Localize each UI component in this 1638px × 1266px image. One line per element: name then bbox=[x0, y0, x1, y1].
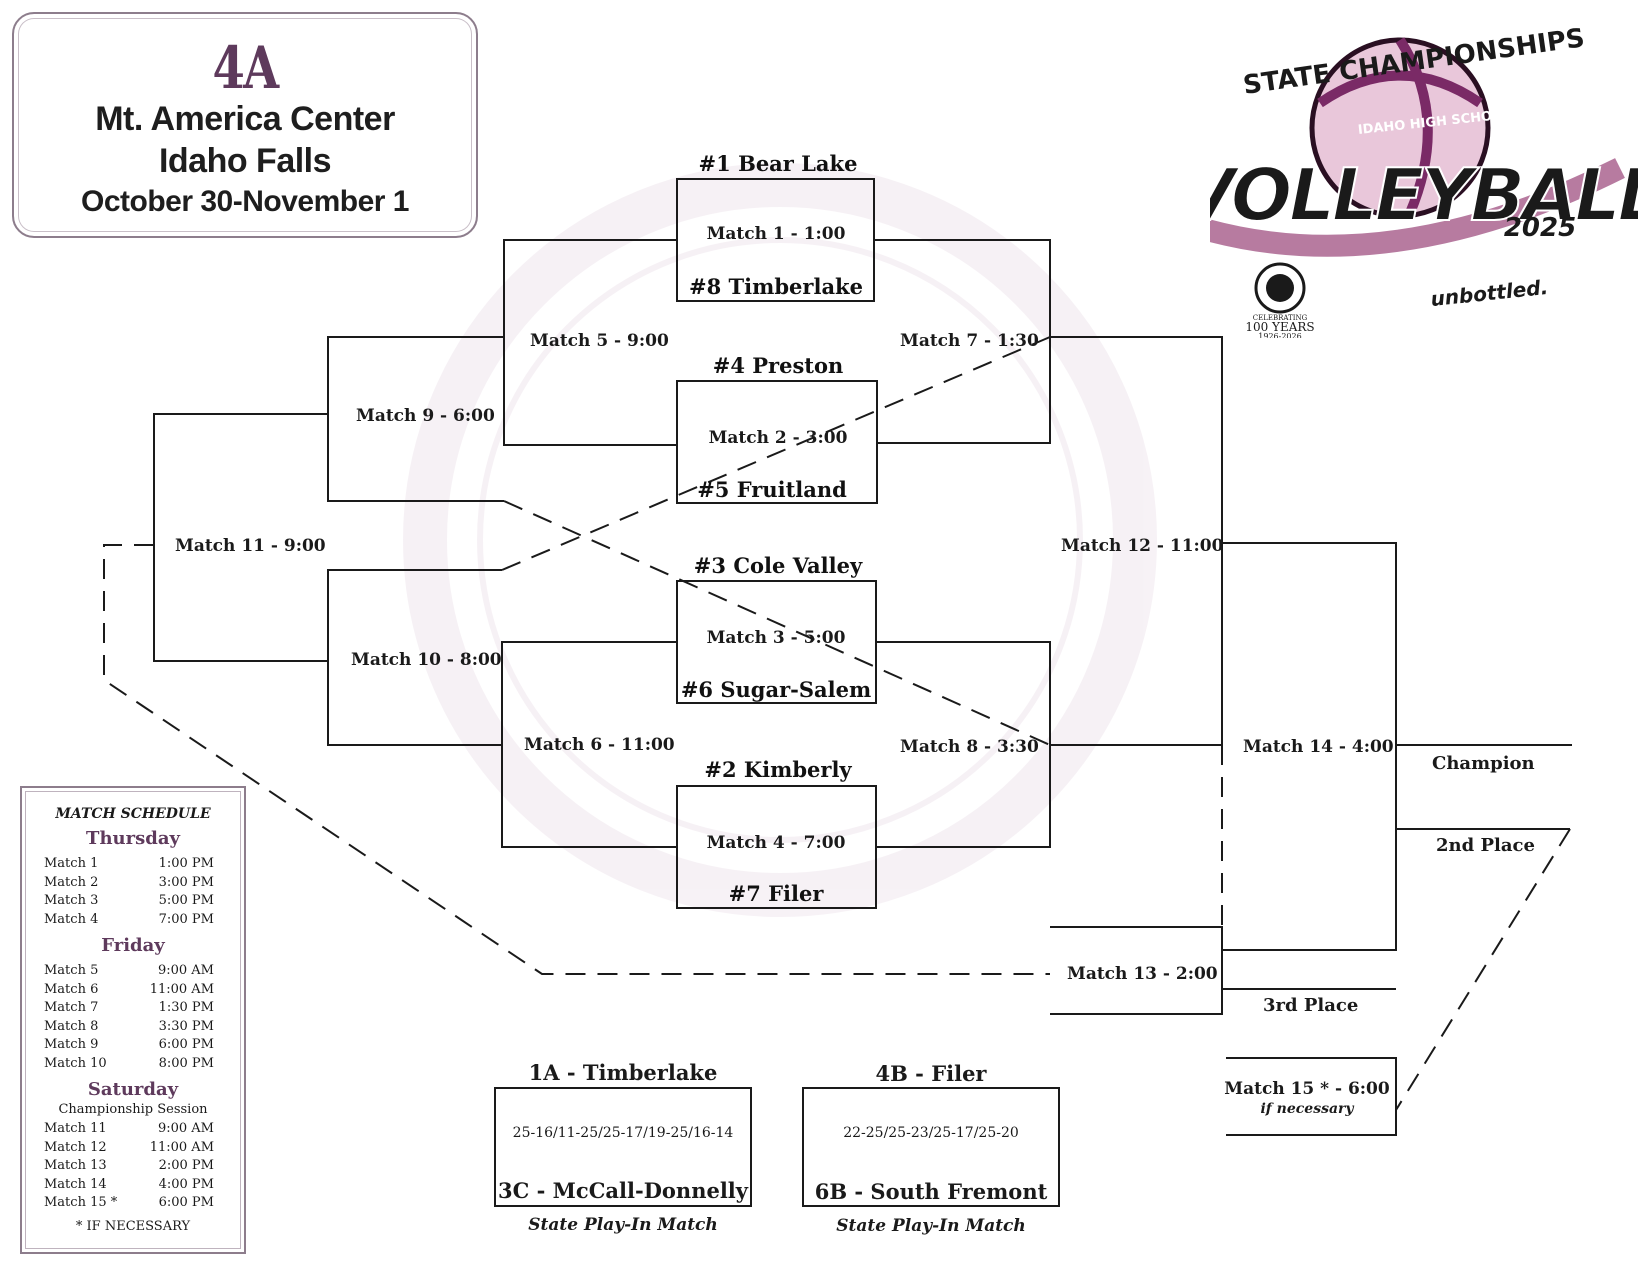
match-12-label: Match 12 - 11:00 bbox=[1061, 536, 1224, 556]
schedule-day-thursday: Thursday bbox=[86, 828, 180, 849]
classification-label: 4A bbox=[212, 34, 279, 102]
logo-year: 2025 bbox=[1504, 213, 1576, 243]
match-3-label: Match 3 - 5:00 bbox=[706, 628, 846, 648]
match-13-label: Match 13 - 2:00 bbox=[1067, 964, 1218, 984]
playin-2-caption: State Play-In Match bbox=[836, 1216, 1026, 1236]
venue-label: Mt. America Center bbox=[95, 100, 395, 138]
centennial-seal-icon bbox=[1254, 262, 1306, 314]
match-11-label: Match 11 - 9:00 bbox=[175, 536, 326, 556]
schedule-note: * IF NECESSARY bbox=[75, 1218, 191, 1234]
team-seed-8: #8 Timberlake bbox=[689, 274, 863, 299]
volleyball-icon bbox=[1309, 37, 1491, 219]
match-5-label: Match 5 - 9:00 bbox=[530, 331, 669, 351]
match-13-bracket bbox=[1050, 926, 1223, 1015]
watermark-seal bbox=[403, 163, 1157, 917]
seal-years: 100 YEARS bbox=[1245, 320, 1314, 334]
match-15-note: if necessary bbox=[1260, 1101, 1354, 1117]
team-seed-7: #7 Filer bbox=[728, 881, 824, 906]
playin-2-opponent: 6B - South Fremont bbox=[814, 1179, 1048, 1204]
team-seed-3: #3 Cole Valley bbox=[693, 553, 863, 578]
third-place-label: 3rd Place bbox=[1263, 995, 1359, 1016]
match-5-bracket bbox=[503, 239, 677, 446]
match-10-label: Match 10 - 8:00 bbox=[351, 650, 502, 670]
match-11-bracket bbox=[153, 413, 328, 662]
team-seed-5: #5 Fruitland bbox=[697, 477, 847, 502]
match-6-label: Match 6 - 11:00 bbox=[524, 735, 675, 755]
loser-m11-route bbox=[103, 544, 1050, 975]
logo-wordmark: VOLLEYBALL bbox=[1210, 153, 1638, 237]
second-place-label: 2nd Place bbox=[1436, 835, 1535, 856]
match-7-label: Match 7 - 1:30 bbox=[900, 331, 1039, 351]
loser-m14-route bbox=[1395, 828, 1571, 1111]
match-12-bracket bbox=[1050, 336, 1223, 746]
playin-1-title: 1A - Timberlake bbox=[528, 1060, 718, 1085]
event-info-box: 4A Mt. America Center Idaho Falls Octobe… bbox=[12, 12, 478, 238]
schedule-day-friday: Friday bbox=[101, 935, 165, 956]
match-2-label: Match 2 - 3:00 bbox=[708, 428, 848, 448]
seal-celebrating: CELEBRATING bbox=[1253, 314, 1308, 322]
match-4-label: Match 4 - 7:00 bbox=[706, 833, 846, 853]
match-10-bracket bbox=[327, 569, 502, 746]
schedule-saturday-subtitle: Championship Session bbox=[58, 1102, 208, 1117]
seal-range: 1926-2026 bbox=[1258, 332, 1301, 338]
match-15-bracket bbox=[1226, 1057, 1397, 1136]
schedule-title: MATCH SCHEDULE bbox=[55, 806, 211, 822]
match-1-label: Match 1 - 1:00 bbox=[706, 224, 846, 244]
playin-1-caption: State Play-In Match bbox=[528, 1215, 718, 1235]
playin-1-score: 25-16/11-25/25-17/19-25/16-14 bbox=[512, 1125, 734, 1141]
match-9-label: Match 9 - 6:00 bbox=[356, 406, 495, 426]
match-8-label: Match 8 - 3:30 bbox=[900, 737, 1039, 757]
city-label: Idaho Falls bbox=[158, 142, 332, 180]
playin-1-box bbox=[494, 1087, 752, 1207]
schedule-day-saturday: Saturday bbox=[87, 1079, 179, 1100]
loser-m9-to-m8 bbox=[503, 500, 1051, 746]
team-seed-1: #1 Bear Lake bbox=[698, 151, 858, 176]
team-seed-2: #2 Kimberly bbox=[704, 757, 852, 782]
match-9-bracket bbox=[327, 336, 504, 502]
match-14-bracket bbox=[1222, 542, 1397, 951]
schedule-row: Match 15 *6:00 PM bbox=[44, 1195, 214, 1210]
playin-2-score: 22-25/25-23/25-17/25-20 bbox=[843, 1125, 1019, 1141]
playin-2-title: 4B - Filer bbox=[875, 1061, 987, 1086]
champion-label: Champion bbox=[1432, 753, 1535, 774]
playin-2-box bbox=[802, 1087, 1060, 1207]
match-14-label: Match 14 - 4:00 bbox=[1243, 737, 1394, 757]
team-seed-4: #4 Preston bbox=[712, 353, 844, 378]
tournament-logo: STATE CHAMPIONSHIPS IDAHO HIGH SCHOOL VO… bbox=[1210, 23, 1638, 338]
team-seed-6: #6 Sugar-Salem bbox=[680, 677, 872, 702]
match-15-label: Match 15 * - 6:00 bbox=[1224, 1079, 1390, 1099]
loser-m10-to-m7 bbox=[501, 336, 1051, 571]
match-7-bracket bbox=[874, 239, 1051, 444]
dates-label: October 30-November 1 bbox=[81, 185, 409, 218]
sponsor-logo: unbottled. bbox=[1429, 275, 1549, 311]
playin-1-opponent: 3C - McCall-Donnelly bbox=[498, 1178, 748, 1203]
